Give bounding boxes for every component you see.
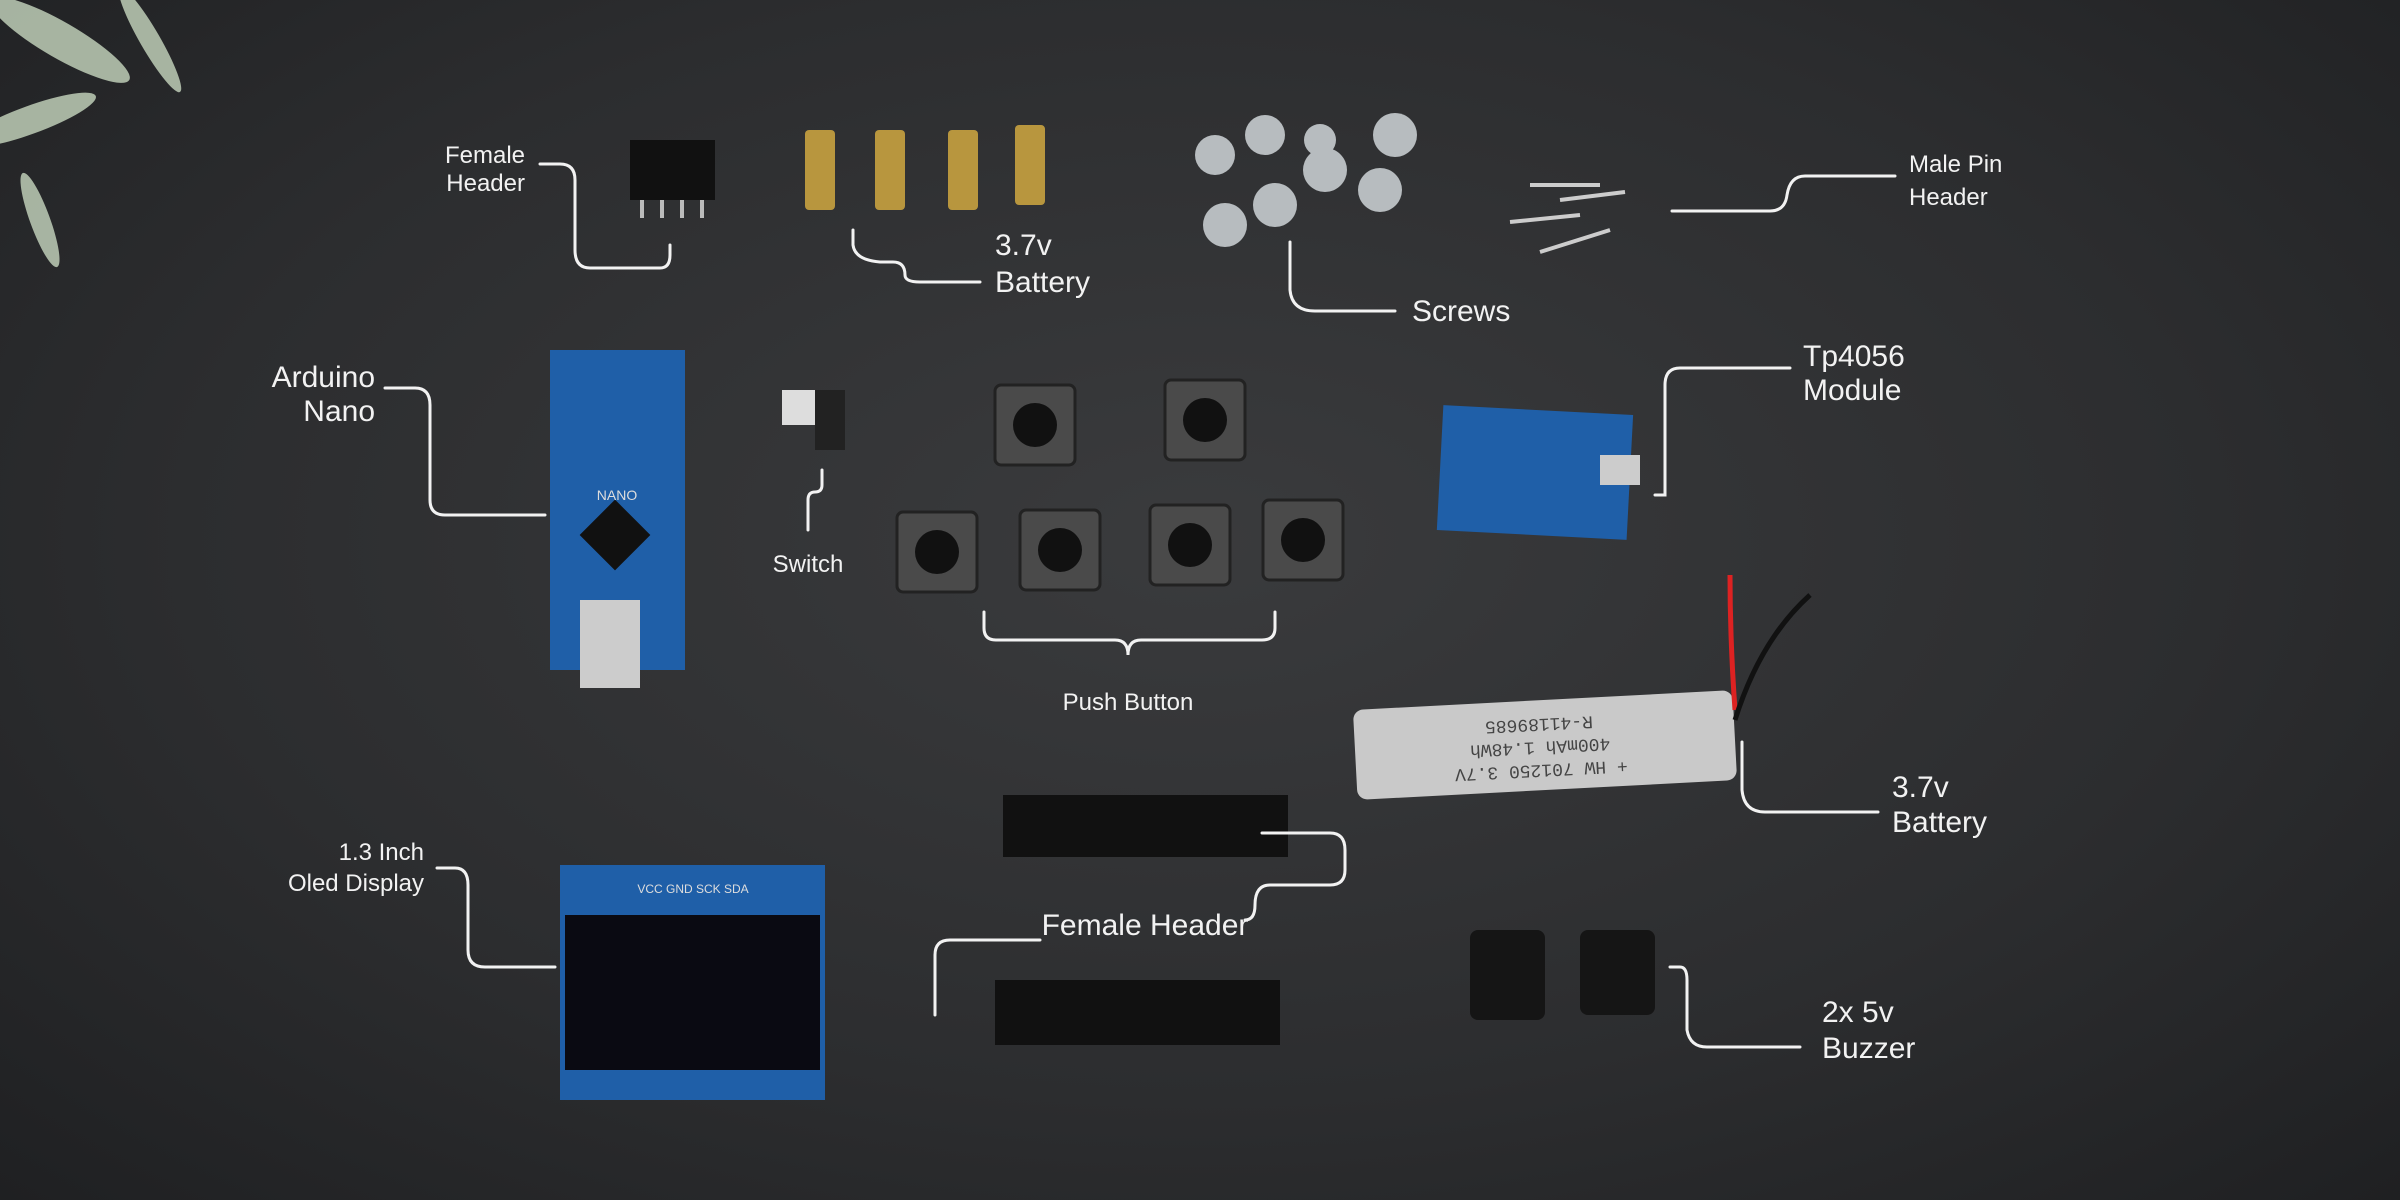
slide-switch	[782, 390, 845, 450]
label-female-header-bottom: Female Header	[1042, 909, 1249, 942]
oled-display-module: VCC GND SCK SDA	[560, 865, 825, 1100]
push-buttons	[895, 378, 1345, 594]
label-male-pin-header-line2: Header	[1909, 184, 1988, 211]
male-pin-headers	[1509, 183, 1626, 254]
nano-marking: NANO	[597, 487, 638, 503]
lipo-battery: + HW 701250 3.7V 400mAh 1.48Wh R-4118968…	[1353, 574, 1812, 800]
label-oled-line2: Oled Display	[288, 870, 424, 897]
oled-pin-marking: VCC GND SCK SDA	[637, 882, 748, 896]
female-header-long-top	[1003, 795, 1288, 857]
label-screws: Screws	[1412, 295, 1510, 328]
label-battery-right-line1: 3.7v	[1892, 771, 1949, 804]
label-male-pin-header-line1: Male Pin	[1909, 151, 2002, 178]
tp4056-board	[1436, 405, 1640, 540]
label-switch: Switch	[773, 551, 844, 578]
label-battery-top-line2: Battery	[995, 266, 1090, 299]
label-female-header-top-line2: Header	[446, 170, 525, 197]
buzzers	[1470, 930, 1655, 1020]
label-battery-right-line2: Battery	[1892, 806, 1987, 839]
female-header-long-bottom	[995, 980, 1280, 1045]
label-arduino-nano-line2: Nano	[303, 395, 375, 428]
label-tp4056-line2: Module	[1803, 374, 1901, 407]
label-buzzer-line1: 2x 5v	[1822, 996, 1894, 1029]
plant-leaves	[0, 0, 182, 268]
label-oled-line1: 1.3 Inch	[339, 839, 424, 866]
push-button-caps	[915, 398, 1325, 574]
label-push-button: Push Button	[1063, 689, 1194, 716]
label-buzzer-line2: Buzzer	[1822, 1032, 1915, 1065]
label-arduino-nano-line1: Arduino	[272, 361, 375, 394]
leader-lines	[383, 162, 1897, 1049]
screws-pile	[1195, 113, 1417, 247]
female-header-small	[630, 140, 715, 218]
brass-standoffs	[805, 125, 1045, 210]
label-female-header-top-line1: Female	[445, 142, 525, 169]
label-battery-top-line1: 3.7v	[995, 229, 1052, 262]
arduino-nano-board: NANO	[550, 350, 685, 688]
label-tp4056-line1: Tp4056	[1803, 340, 1905, 373]
